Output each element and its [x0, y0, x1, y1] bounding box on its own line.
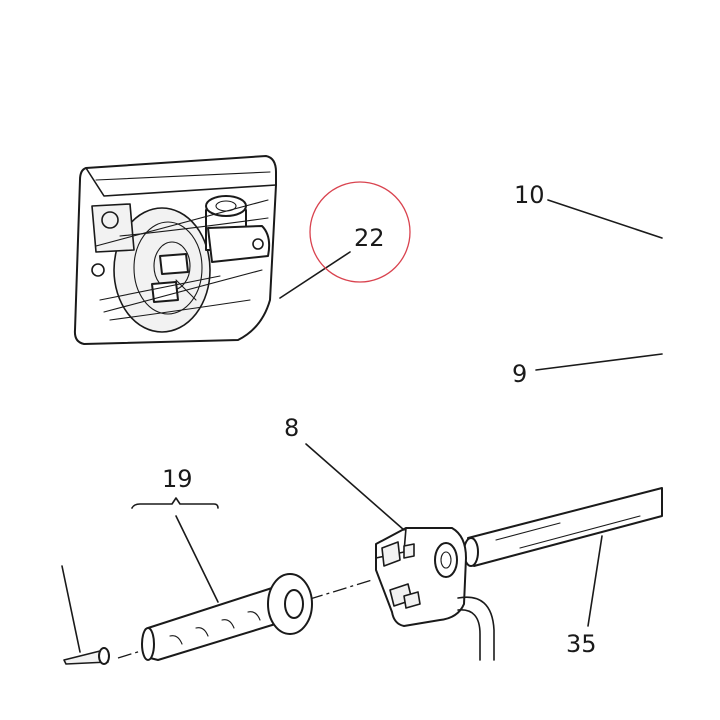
leader-35 — [587, 535, 603, 627]
handle-grip — [141, 573, 313, 661]
bracket-19 — [131, 497, 219, 509]
handlebar-tube — [463, 487, 663, 567]
bar-end — [61, 565, 110, 665]
callout-22: 22 — [354, 224, 385, 252]
callout-8: 8 — [284, 414, 299, 442]
leader-9 — [535, 353, 663, 371]
horn-assembly — [73, 155, 277, 345]
leader-19 — [175, 515, 219, 603]
leader-22 — [279, 251, 351, 299]
leader-8 — [305, 443, 405, 531]
callout-19: 19 — [162, 465, 193, 493]
callout-35: 35 — [566, 630, 597, 658]
leader-10 — [547, 199, 663, 239]
callout-10: 10 — [514, 181, 545, 209]
switch-housing — [375, 527, 495, 661]
callout-9: 9 — [512, 360, 527, 388]
highlight-circle — [309, 181, 411, 283]
